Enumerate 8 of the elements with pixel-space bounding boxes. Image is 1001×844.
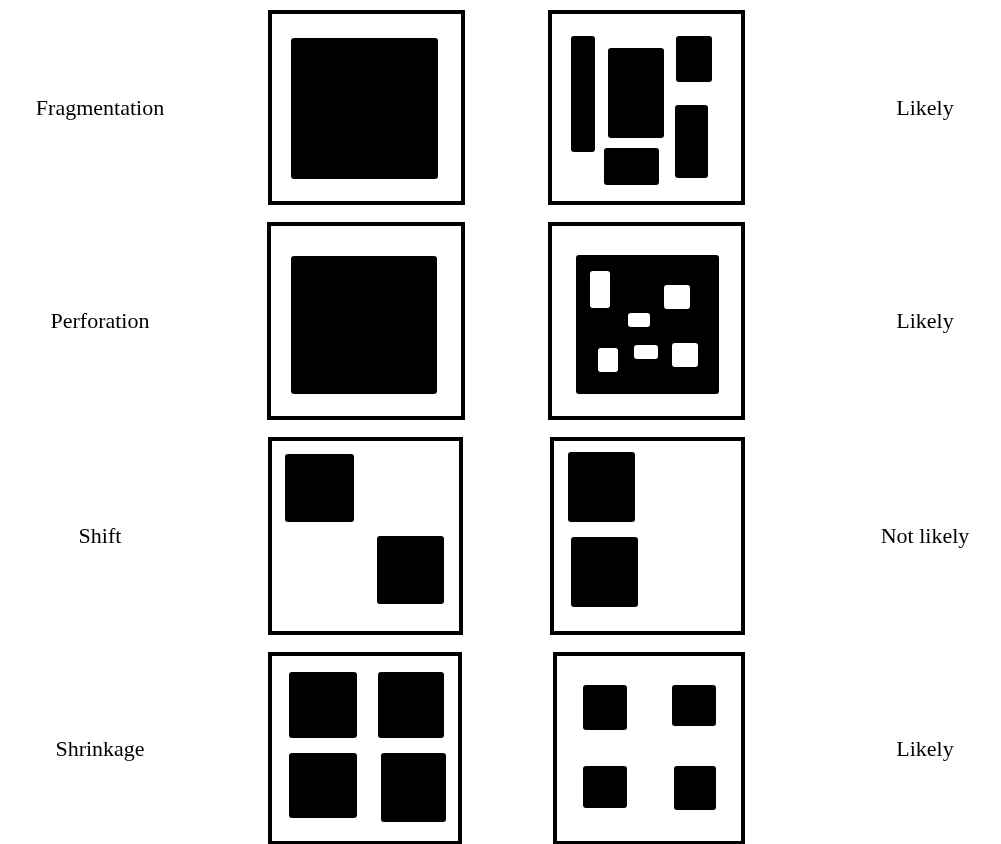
likelihood-label: Likely [896, 94, 954, 121]
row-label: Shift [78, 523, 122, 549]
row-label: Perforation [50, 308, 150, 334]
likelihood-label: Likely [896, 308, 954, 334]
row-label: Shrinkage [55, 735, 145, 762]
row-label: Fragmentation [35, 94, 165, 121]
likelihood-label: Likely [896, 735, 954, 762]
likelihood-label: Not likely [880, 523, 970, 549]
